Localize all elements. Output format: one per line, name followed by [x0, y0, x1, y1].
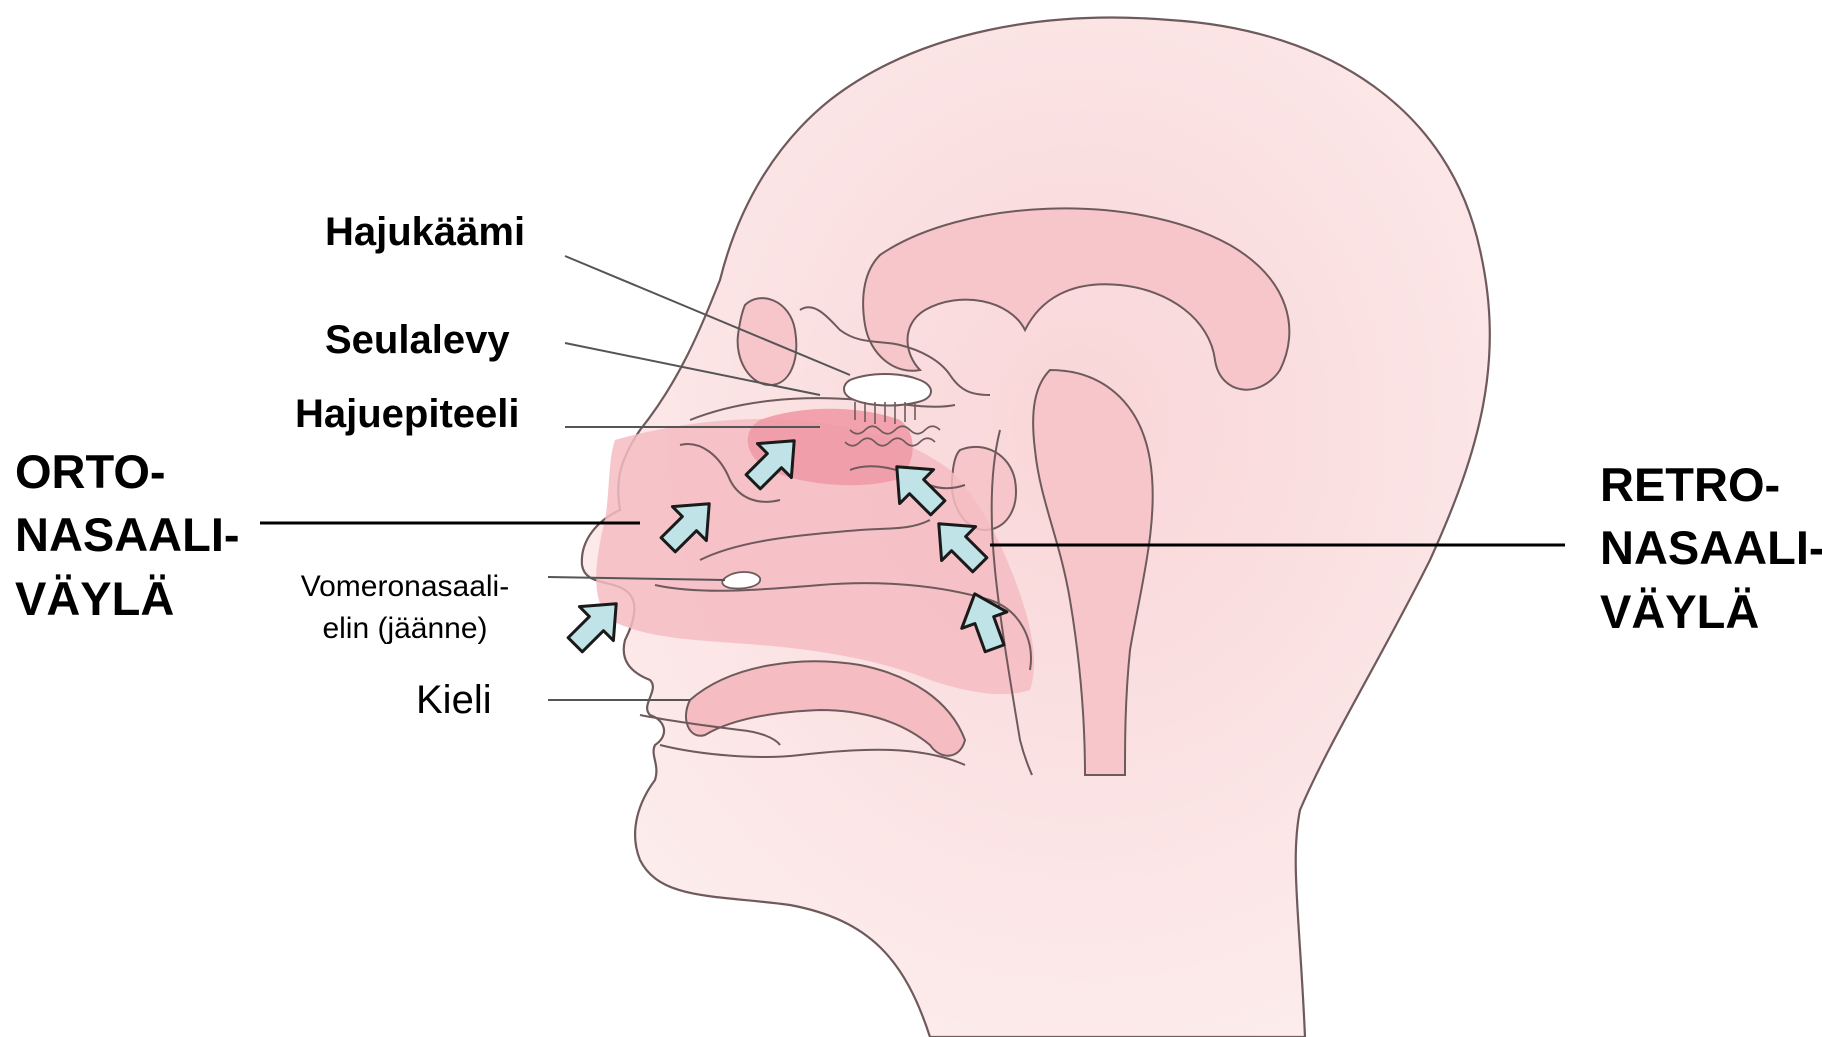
orthonasal-line2: NASAALI- — [15, 503, 240, 566]
label-olfactory-epithelium: Hajuepiteeli — [295, 392, 520, 436]
olfactory-bulb — [844, 374, 931, 405]
frontal-sinus — [738, 298, 797, 385]
label-olfactory-bulb: Hajukäämi — [325, 210, 525, 254]
retronasal-line1: RETRO- — [1600, 453, 1822, 516]
orthonasal-pathway-label: ORTO- NASAALI- VÄYLÄ — [15, 440, 240, 630]
label-vomeronasal: Vomeronasaali- elin (jäänne) — [280, 566, 530, 650]
retronasal-line3: VÄYLÄ — [1600, 580, 1822, 643]
retronasal-pathway-label: RETRO- NASAALI- VÄYLÄ — [1600, 453, 1822, 643]
label-tongue: Kieli — [416, 678, 492, 722]
label-cribriform-plate: Seulalevy — [325, 318, 510, 362]
orthonasal-line1: ORTO- — [15, 440, 240, 503]
label-vomeronasal-line2: elin (jäänne) — [280, 608, 530, 650]
retronasal-line2: NASAALI- — [1600, 516, 1822, 579]
label-vomeronasal-line1: Vomeronasaali- — [280, 566, 530, 608]
orthonasal-line3: VÄYLÄ — [15, 567, 240, 630]
